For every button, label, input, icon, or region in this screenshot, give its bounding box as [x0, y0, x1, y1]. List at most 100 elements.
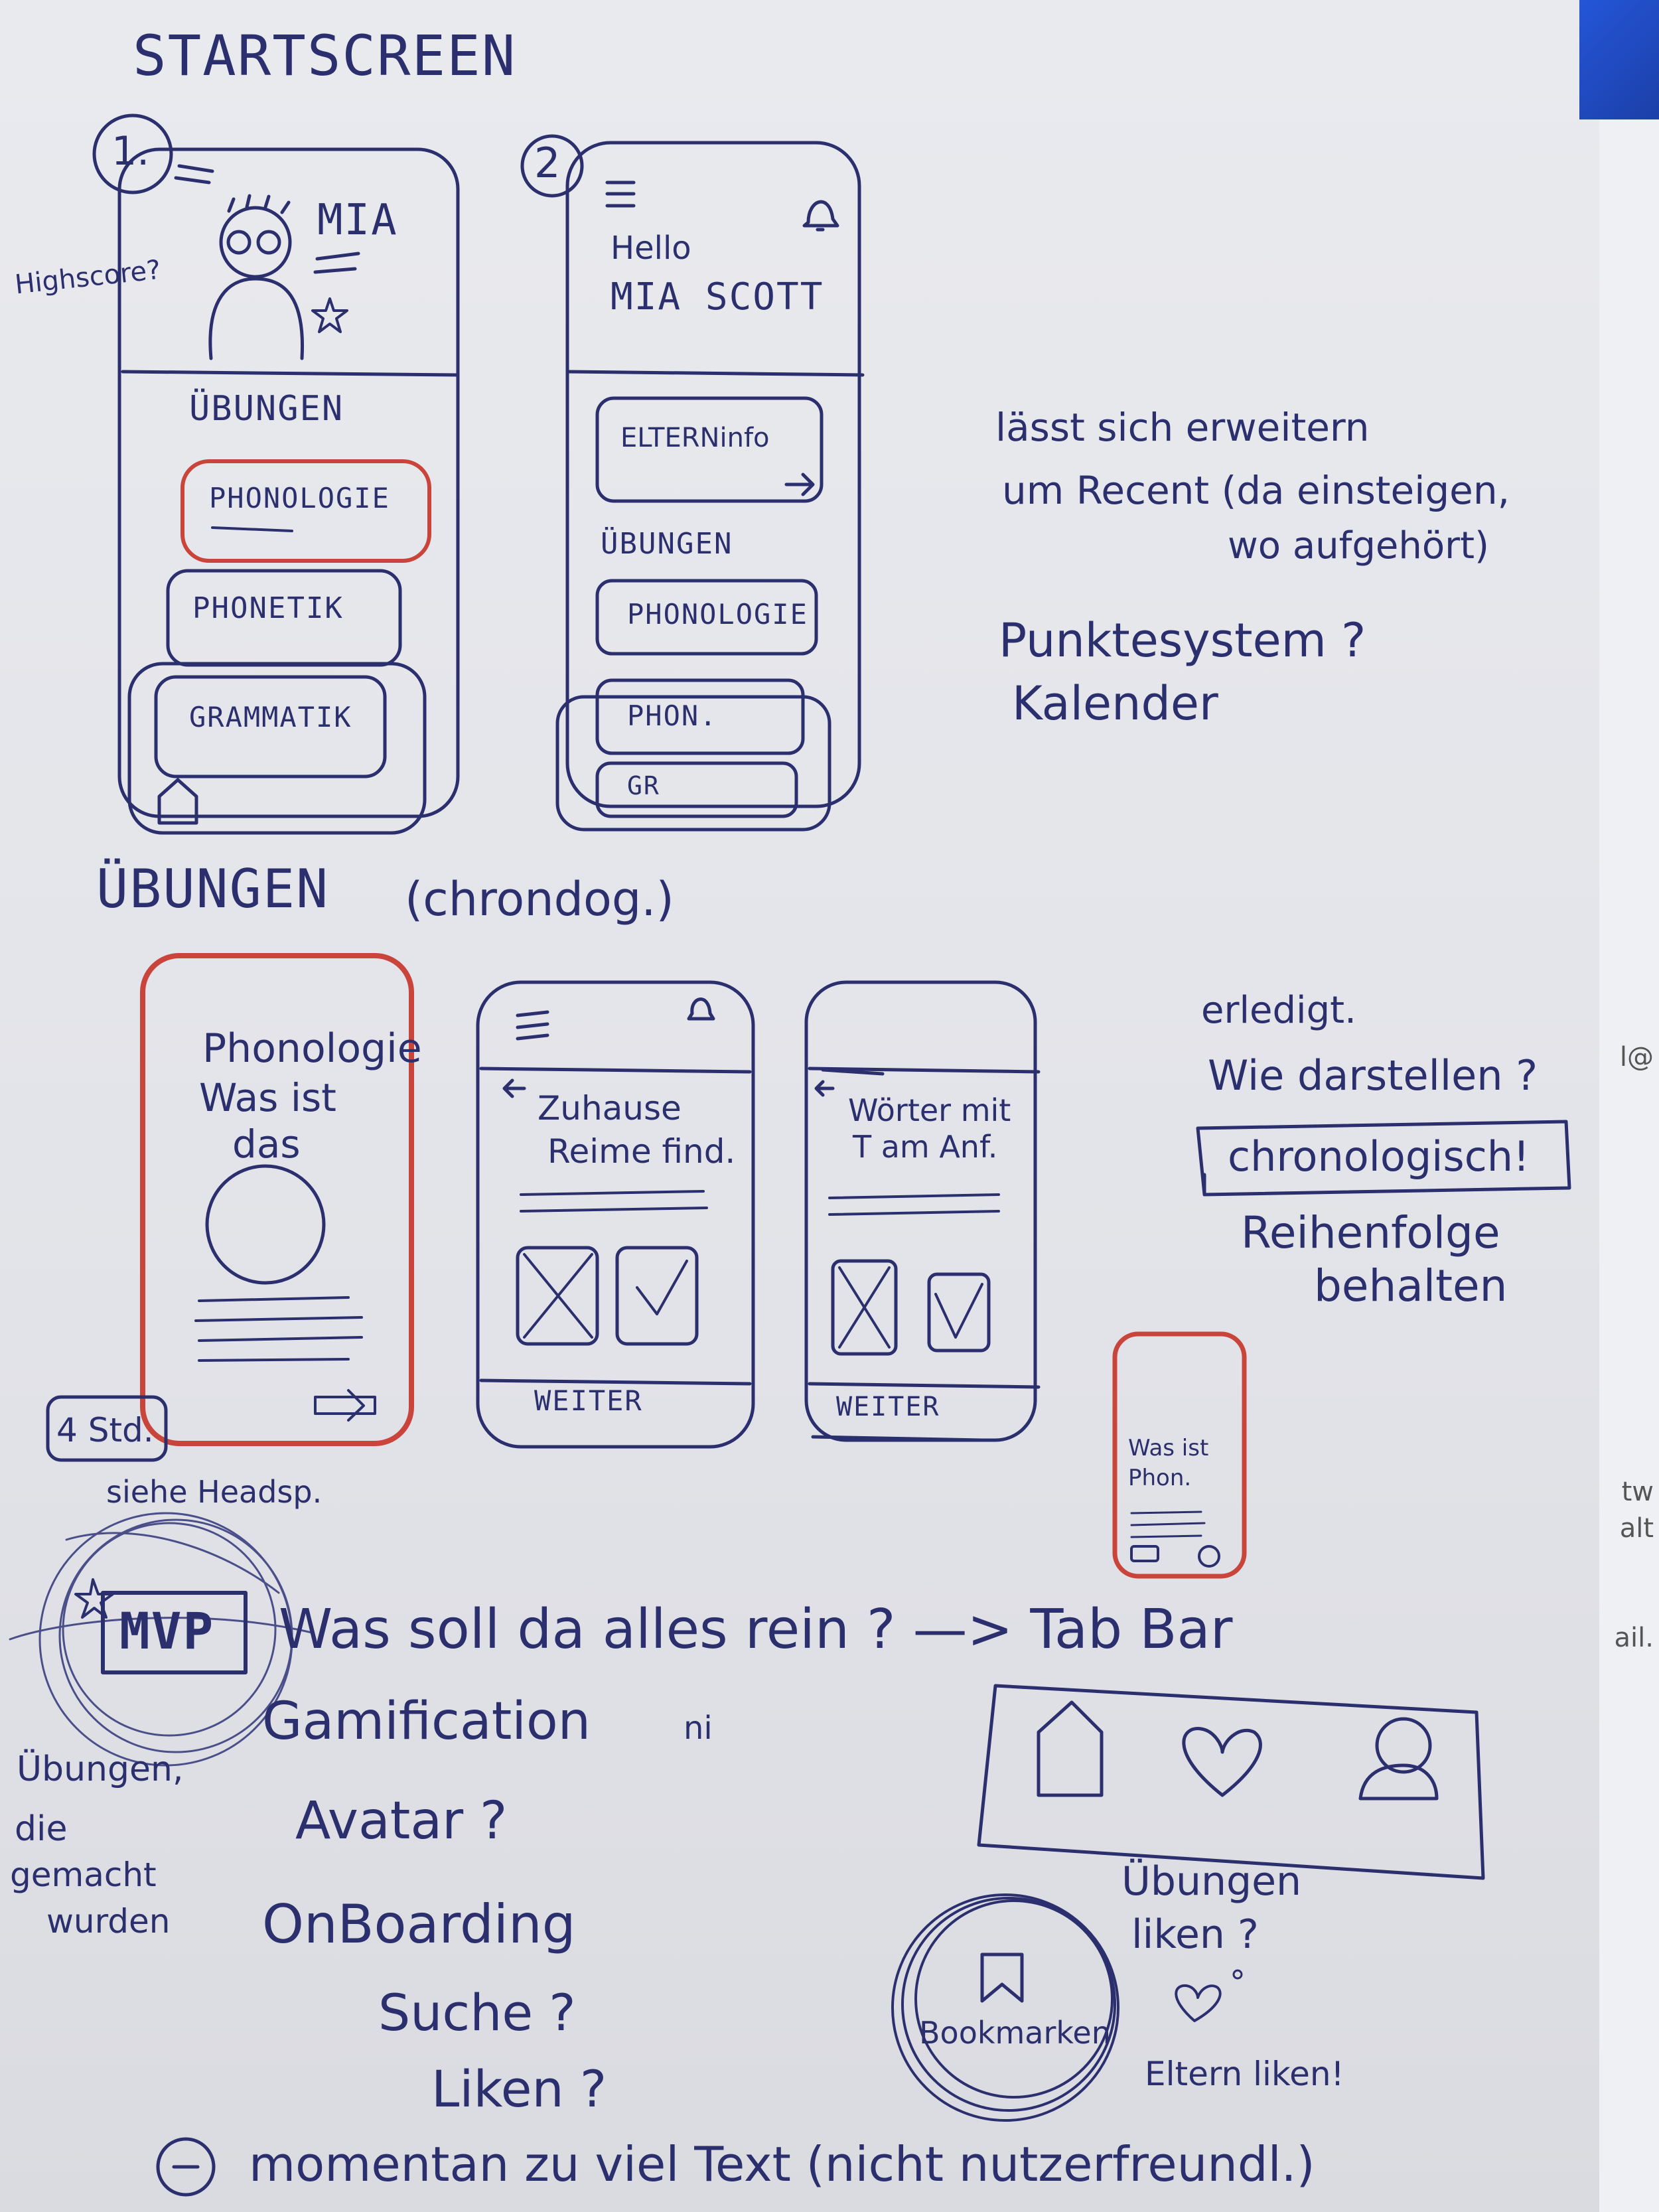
mvp-item-onboarding: OnBoarding [262, 1893, 576, 1955]
screen2-divider [565, 370, 865, 377]
left-note-line: gemacht [10, 1856, 157, 1894]
screen1-button-phonologie[interactable]: PHONOLOGIE [209, 482, 390, 514]
screen1-button-grammatik[interactable]: GRAMMATIK [189, 701, 352, 733]
mini-phone-outline [1112, 1331, 1247, 1579]
mini-line: Was ist [1128, 1435, 1209, 1461]
screen1-button-grammatik-outline [154, 675, 387, 778]
note-darstellen: Wie darstellen ? [1208, 1051, 1538, 1100]
screen2-number: 2 [534, 139, 561, 187]
mvp-item-suche: Suche ? [378, 1983, 576, 2042]
flow-sketch [46, 953, 1571, 1579]
mvp-item-avatar: Avatar ? [295, 1791, 508, 1851]
card1-outline [140, 953, 414, 1446]
wrong-icon [516, 1246, 599, 1346]
note-punktesystem: Punktesystem ? [999, 613, 1366, 668]
card3-weiter-button[interactable]: WEITER [836, 1392, 940, 1422]
tabbar-sketch [977, 1684, 1485, 2022]
menu-icon [174, 164, 214, 184]
screen2-number-circle [520, 134, 584, 198]
screen1-section-title: ÜBUNGEN [189, 389, 344, 429]
card1-line: Was ist [199, 1075, 336, 1120]
menu-icon [516, 1010, 549, 1041]
screen1-phone-shadow [127, 662, 427, 835]
badge-outline [46, 1395, 168, 1462]
screen2-button-phonologie[interactable]: PHONOLOGIE [627, 598, 808, 630]
screen1-sketch [92, 113, 460, 835]
note-aufgehoert: wo aufgehört) [1228, 524, 1489, 567]
card3-line: T am Anf. [853, 1129, 998, 1165]
card1-image-placeholder [205, 1164, 326, 1285]
card2-outline [476, 980, 755, 1449]
bookmarken-label: Bookmarken [919, 2015, 1111, 2051]
screen1-number-circle [92, 113, 173, 194]
screen2-button-gr[interactable]: GR [627, 771, 660, 800]
mvp-sketch [9, 1512, 313, 1767]
avatar-body [208, 277, 305, 360]
bookmark-sketch [891, 1893, 1119, 2122]
screen2-button-outline [595, 579, 818, 656]
tabbar-note: Übungen [1121, 1858, 1302, 1905]
screen2-phone-shadow [555, 695, 831, 832]
screen2-button-outline [595, 678, 805, 755]
mvp-box [101, 1591, 248, 1674]
screen2-elterninfo-outline [595, 396, 824, 503]
heart-icon [1182, 1727, 1262, 1797]
minus-circle [156, 2137, 216, 2197]
screen2-section-title: ÜBUNGEN [601, 527, 733, 561]
screen2-phone-outline [565, 141, 861, 808]
screen1-user-name: MIA [317, 196, 398, 245]
home-icon [157, 778, 198, 825]
headspace-note: siehe Headsp. [106, 1474, 323, 1510]
menu-icon [605, 181, 636, 208]
bell-icon [687, 997, 715, 1021]
note-reihenfolge: Reihenfolge [1241, 1207, 1500, 1258]
mvp-item-liken: Liken ? [431, 2059, 607, 2118]
wrong-icon [831, 1259, 898, 1356]
screen1-phone-outline [117, 147, 460, 818]
back-arrow-icon [814, 1068, 885, 1097]
avatar-glasses [226, 230, 252, 255]
chronologisch-box [1196, 1120, 1571, 1197]
check-icon [927, 1272, 991, 1353]
card2-weiter-button[interactable]: WEITER [534, 1384, 643, 1417]
screen1-button-phonologie-outline [180, 459, 431, 563]
card3-outline [804, 980, 1037, 1442]
uebungen-subheading: (chrondog.) [405, 872, 674, 926]
screen1-number: 1. [111, 128, 150, 175]
tabbar-note: liken ? [1131, 1911, 1259, 1958]
star-icon [311, 297, 348, 333]
card2-line: Reime find. [547, 1132, 736, 1171]
bookmark-icon [980, 1953, 1024, 2003]
left-note-line: die [15, 1809, 68, 1849]
screen1-button-phonetik-outline [166, 569, 402, 667]
card2-line: Zuhause [538, 1089, 682, 1128]
screen2-button-outline [595, 761, 798, 818]
screen2-greeting: Hello [611, 230, 691, 267]
edge-text: tw [1621, 1477, 1654, 1507]
profile-icon [1375, 1717, 1432, 1774]
screen1-divider [121, 370, 460, 377]
eltern-liken-note: Eltern liken! [1145, 2055, 1344, 2093]
bell-icon [802, 200, 839, 232]
screen1-button-phonetik[interactable]: PHONETIK [192, 591, 344, 625]
note-recent: um Recent (da einsteigen, [1002, 468, 1510, 513]
duration-badge: 4 Std. [56, 1411, 154, 1449]
card3-divider [808, 1067, 1041, 1074]
background-paper-edge [1599, 0, 1659, 2212]
edge-text: alt [1619, 1513, 1654, 1544]
screen2-button-phon[interactable]: PHON. [627, 700, 718, 732]
avatar-head [219, 206, 292, 279]
screen2-sketch [520, 134, 865, 832]
screen2-elterninfo-button[interactable]: ELTERNinfo [620, 423, 770, 453]
paper-sheet [0, 0, 1619, 2212]
uebungen-heading: ÜBUNGEN [96, 858, 330, 920]
mvp-item-gamification: Gamification [262, 1692, 591, 1751]
note-erweitern: lässt sich erweitern [995, 405, 1370, 450]
edge-text: l@ [1619, 1042, 1654, 1072]
check-icon [615, 1246, 699, 1346]
mvp-item-extra: ni [684, 1710, 713, 1747]
star-icon [74, 1578, 114, 1619]
mvp-label: MVP [119, 1601, 215, 1660]
mini-line: Phon. [1128, 1465, 1192, 1491]
